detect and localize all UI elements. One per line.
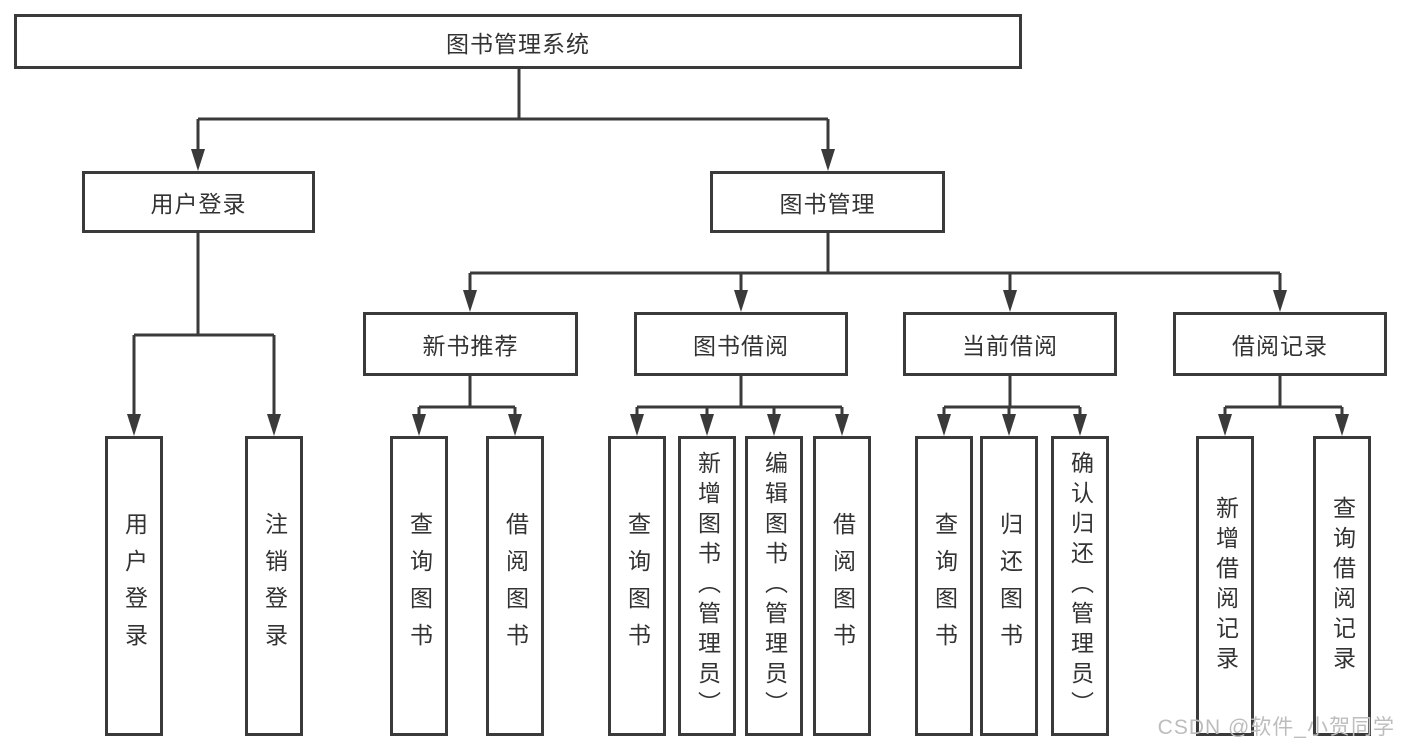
csdn-watermark: CSDN @软件_小贺同学 (1157, 716, 1395, 739)
node-label: 编辑图书（管理员） (761, 451, 788, 721)
node-label: 新增图书（管理员） (694, 451, 721, 721)
leaf-borrow-query-book: 查询图书 (608, 436, 666, 736)
node-label: 查询图书 (624, 512, 651, 660)
node-label: 查询借阅记录 (1329, 496, 1356, 676)
node-label: 新增借阅记录 (1212, 496, 1239, 676)
node-label: 图书管理系统 (446, 30, 590, 57)
node-label: 新书推荐 (422, 333, 519, 359)
node-user-login-group: 用户登录 (82, 171, 315, 233)
arrowheads (127, 149, 1349, 436)
node-label: 用户登录 (150, 191, 247, 217)
leaf-return-book: 归还图书 (980, 436, 1038, 736)
node-book-borrow: 图书借阅 (634, 312, 848, 376)
node-label: 图书借阅 (693, 333, 789, 359)
leaf-add-borrow-record: 新增借阅记录 (1196, 436, 1254, 736)
node-label: 当前借阅 (962, 333, 1058, 359)
leaf-confirm-return-admin: 确认归还（管理员） (1051, 436, 1109, 736)
node-root-system: 图书管理系统 (14, 14, 1022, 69)
leaf-query-borrow-record: 查询借阅记录 (1313, 436, 1371, 736)
node-label: 用户登录 (121, 512, 148, 660)
node-label: 查询图书 (931, 512, 958, 660)
leaf-edit-book-admin: 编辑图书（管理员） (745, 436, 803, 736)
node-new-book-recommend: 新书推荐 (363, 312, 578, 376)
leaf-user-login: 用户登录 (105, 436, 163, 736)
leaf-logout: 注销登录 (245, 436, 303, 736)
node-label: 借阅图书 (502, 512, 529, 660)
node-label: 归还图书 (996, 512, 1023, 660)
node-current-borrow: 当前借阅 (903, 312, 1117, 376)
node-label: 借阅记录 (1232, 333, 1328, 359)
node-label: 借阅图书 (829, 512, 856, 660)
node-label: 图书管理 (779, 191, 876, 217)
node-borrow-record: 借阅记录 (1173, 312, 1387, 376)
leaf-recommend-borrow-book: 借阅图书 (486, 436, 544, 736)
node-label: 注销登录 (261, 512, 288, 660)
leaf-recommend-query-book: 查询图书 (390, 436, 448, 736)
node-label: 查询图书 (406, 512, 433, 660)
leaf-current-query-book: 查询图书 (915, 436, 973, 736)
leaf-add-book-admin: 新增图书（管理员） (678, 436, 736, 736)
node-label: 确认归还（管理员） (1067, 451, 1094, 721)
leaf-borrow-book: 借阅图书 (813, 436, 871, 736)
node-book-management: 图书管理 (710, 171, 945, 233)
